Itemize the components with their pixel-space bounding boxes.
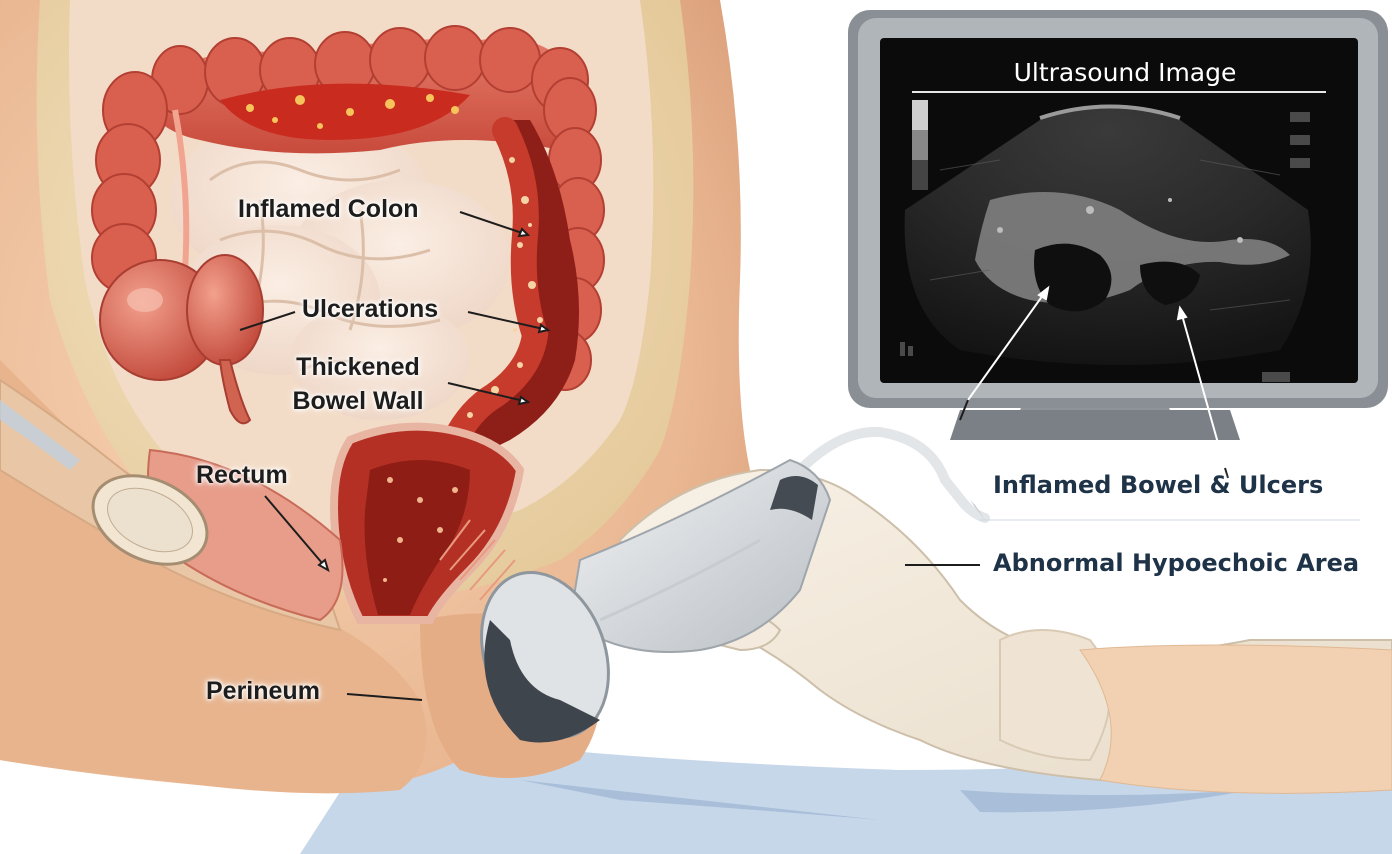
label-thickened: Thickened (278, 354, 438, 382)
label-rectum: Rectum (196, 462, 288, 490)
label-inflamed-colon: Inflamed Colon (238, 196, 419, 224)
label-ulcerations: Ulcerations (302, 296, 438, 324)
label-abnormal-hypoechoic-area: Abnormal Hypoechoic Area (993, 550, 1359, 576)
label-bowel-wall: Bowel Wall (278, 388, 438, 416)
label-perineum: Perineum (206, 678, 320, 706)
monitor-title: Ultrasound Image (910, 58, 1340, 87)
label-inflamed-bowel-ulcers: Inflamed Bowel & Ulcers (993, 472, 1323, 498)
